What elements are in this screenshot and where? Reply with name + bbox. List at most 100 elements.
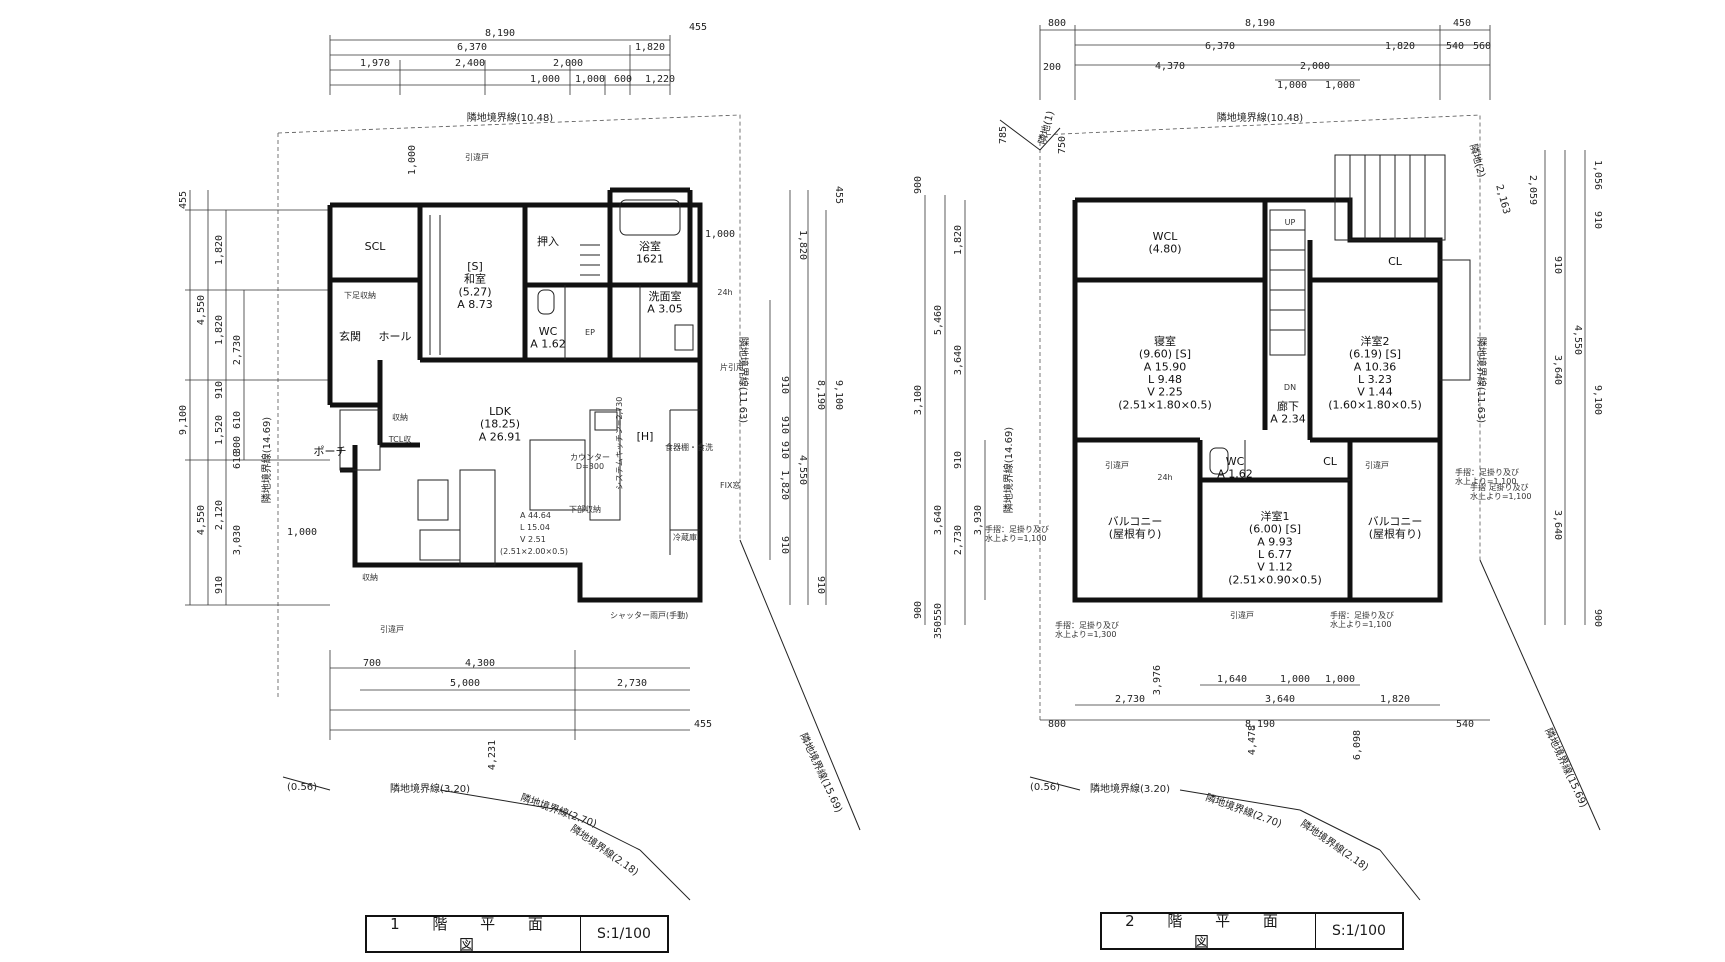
f1-kitchen-counter [589,409,621,521]
f2-dim-top-0: 800 [1048,18,1066,29]
f1-note-2: FIX窓 [720,480,740,490]
f2-dim-left-12: 785 [998,126,1009,144]
f2-note-0: 手摺：足掛り及び水上より=1,100 [985,524,1049,543]
f2-dim-bottom-11: 6,098 [1352,730,1363,760]
f1-dim-left-0: 455 [178,191,189,209]
f1-dim-left-9: 300 [232,436,243,454]
f1-ldk-v: V 2.51 [520,535,546,544]
f1-room-genkan: 玄関 [339,329,361,343]
f1-dim-left-11: 4,550 [196,505,207,535]
f1-boundary-b3: 隣地境界線(2.18) [568,822,641,879]
floor2-top-dimensions: 800 8,190 450 6,370 1,820 540 560 200 4,… [1039,18,1491,100]
f1-dim-left-14: 910 [214,576,225,594]
f1-dim-left-12: 2,120 [214,500,225,530]
floor1-left-dimensions: 455 1,820 4,550 2,730 1,820 910 9,100 1,… [178,190,330,606]
f1-dim-top-6: 2,000 [553,58,583,69]
f2-dim-right-4: 4,550 [1572,325,1583,355]
f2-dim-bottom-9: 3,976 [1152,665,1163,695]
floor2-bottom-dimensions: 1,640 1,000 1,000 2,730 3,640 1,820 800 … [1040,665,1490,760]
f2-dim-right-3: 910 [1552,256,1563,274]
f2-dim-bottom-0: 1,640 [1217,674,1247,685]
f2-note-4: 手摺 足掛り及び水上より=1,100 [1470,482,1531,501]
f2-dim-right-1: 2,059 [1527,175,1538,205]
f2-dim-right-6: 9,100 [1592,385,1603,415]
f2-dim-left-13: 750 [1057,136,1068,154]
f2-dim-left-6: 3,640 [933,505,944,535]
f1-misc-dim-1: 1,000 [407,145,418,175]
f2-room-cl1: CL [1388,255,1403,268]
f1-dim-bottom-2: 5,000 [450,678,480,689]
f1-dim-left-6: 9,100 [178,405,189,435]
f1-room-porch: ポーチ [314,445,347,458]
f2-dim-left-11: 350 [933,621,944,639]
f1-sofa [459,469,496,566]
f2-dim-bottom-8: 540 [1456,719,1474,730]
f2-dim-right-5: 3,640 [1552,355,1563,385]
f1-dim-left-8: 610 [232,411,243,429]
f2-right-balcony-rail [1439,259,1471,381]
f1-dim-right-11: 1,000 [705,229,735,240]
f2-boundary-b5: (0.56) [1030,782,1060,793]
f1-dim-top-5: 2,400 [455,58,485,69]
f2-dim-bottom-3: 2,730 [1115,694,1145,705]
f2-roof-slope [1334,154,1446,241]
f1-room-hall: ホール [379,330,412,343]
f2-toilet [1209,447,1229,475]
f1-dim-right-8: 4,550 [797,455,808,485]
floor1-notes: 引違戸 片引戸 FIX窓 シャッター雨戸(手動) 引違戸 食器棚・食洗 システム… [380,152,744,634]
f1-dim-left-7: 1,520 [214,415,225,445]
f1-sofa-chair [417,479,449,521]
f1-toilet [537,289,555,315]
f1-boundary-b2: 隣地境界線(2.70) [519,791,599,831]
f1-boundary-b5: (0.56) [287,782,317,793]
floor2-scale: S:1/100 [1315,914,1402,948]
floor2-right-dimensions: 1,056 2,059 910 910 4,550 3,640 9,100 3,… [1493,150,1603,627]
f1-dim-left-2: 4,550 [196,295,207,325]
f1-room-washitsu: [S]和室(5.27)A 8.73 [457,260,493,311]
f2-staircase [1269,209,1306,356]
f2-dim-top-8: 4,370 [1155,61,1185,72]
f1-ldk-l: L 15.04 [520,523,550,532]
f1-dim-top-8: 1,000 [575,74,605,85]
f1-dim-right-0: 455 [833,186,844,204]
f1-dim-top-1: 455 [689,22,707,33]
f2-dim-right-7: 3,640 [1552,510,1563,540]
floor1-title-block: 1 階 平 面 図 S:1/100 [365,915,669,954]
f2-dim-right-8: 900 [1592,609,1603,627]
f1-note-5: 食器棚・食洗 [665,442,713,452]
f2-boundary-top: 隣地境界線(10.48) [1217,111,1304,124]
f2-room-cl2: CL [1323,455,1338,468]
floor1-title: 1 階 平 面 図 [390,915,557,954]
f1-room-oshiire: 押入 [537,234,559,248]
f1-room-24h: 24h [717,288,732,297]
f1-room-ldk: LDK(18.25)A 26.91 [479,405,522,443]
f2-note-5: 引違戸 [1105,460,1129,470]
f1-dim-right-4: 9,100 [833,380,844,410]
f1-dim-right-9: 910 [779,536,790,554]
f2-note-2: 手摺：足掛り及び水上より=1,100 [1330,610,1394,629]
f1-dim-top-2: 6,370 [457,42,487,53]
floor1-walls [327,187,703,603]
f2-dim-left-0: 900 [913,176,924,194]
f1-dim-top-9: 600 [614,74,632,85]
f1-room-fridge: 冷蔵庫 [673,532,697,542]
floor1-ldk-stats: A 44.64 L 15.04 V 2.51 (2.51×2.00×0.5) [500,511,568,556]
f1-room-under: 下部収納 [569,504,601,514]
f2-dim-top-1: 8,190 [1245,18,1275,29]
f2-dim-right-0: 1,056 [1592,160,1603,190]
f1-dim-left-13: 3,030 [232,525,243,555]
f2-room-balcony-right: バルコニー(屋根有り) [1368,515,1423,541]
f1-misc-dim-2: 4,231 [487,740,498,770]
f1-dim-top-0: 8,190 [485,28,515,39]
f1-dim-left-1: 1,820 [214,235,225,265]
f2-room-dn: DN [1284,383,1296,392]
f2-room-balcony-left: バルコニー(屋根有り) [1108,515,1163,541]
f1-boundary-right: 隣地境界線(11.63) [737,337,750,424]
floor2-site-boundary: 隣地境界線(10.48) 隣地境界線(14.69) 隣地境界線(11.63) 隣… [999,109,1601,901]
